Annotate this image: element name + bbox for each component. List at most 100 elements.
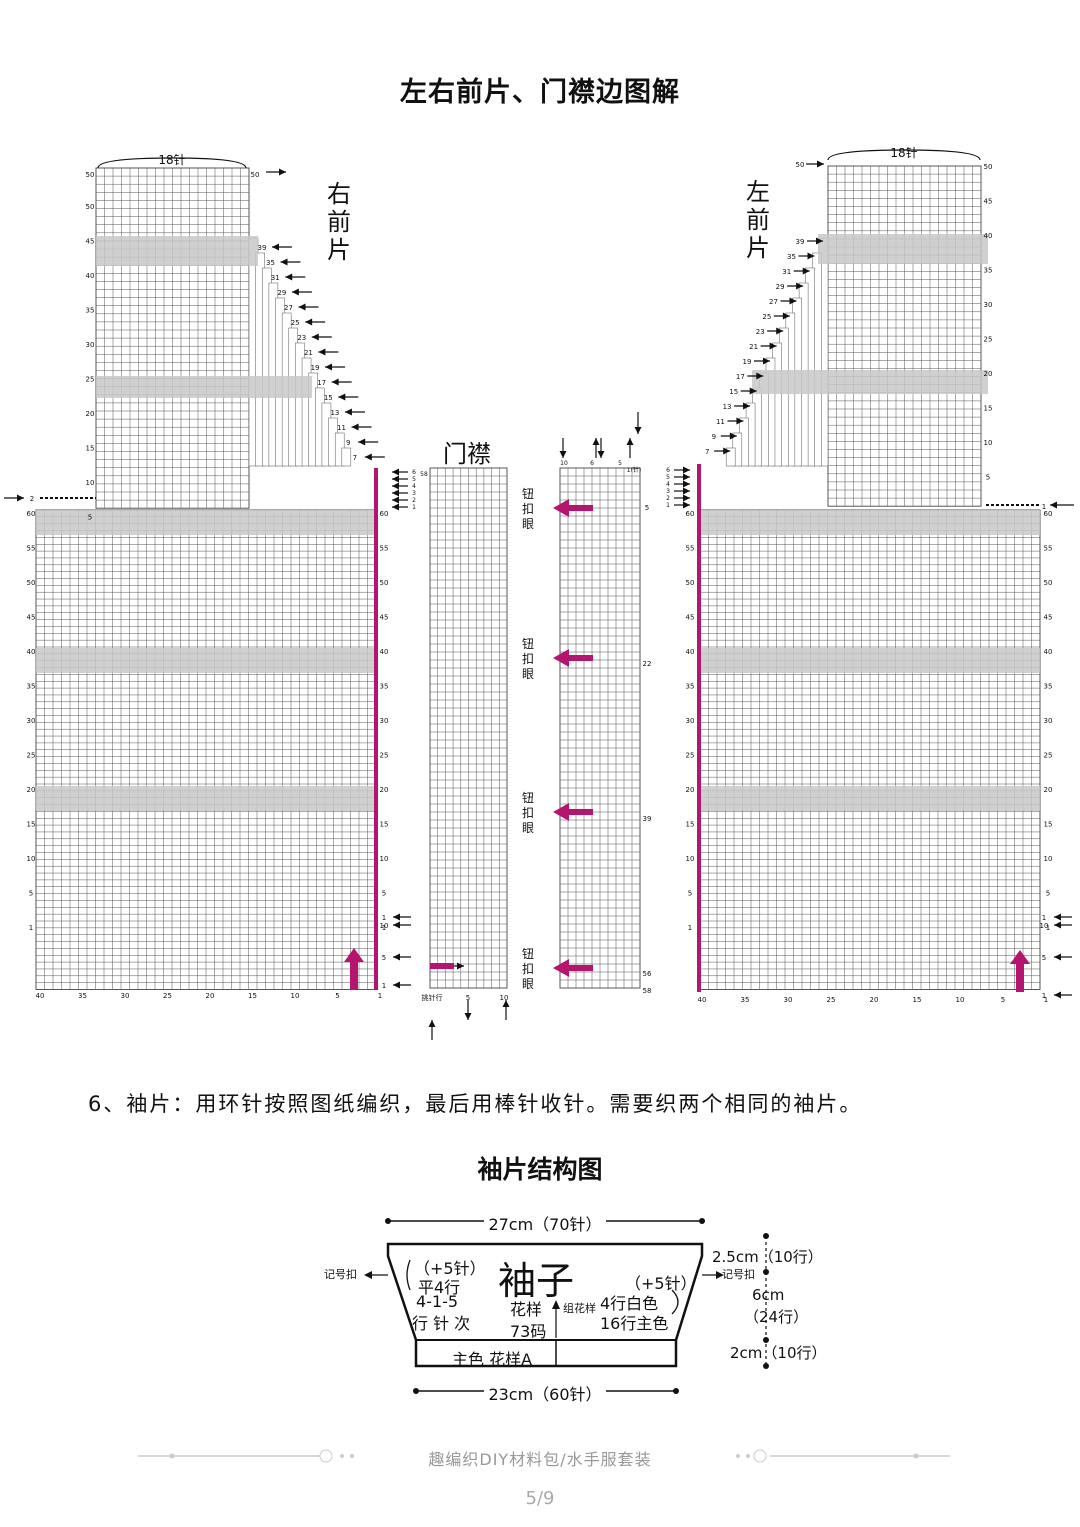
left-front-body-axis: 20 <box>1044 786 1053 794</box>
group-pattern-label: 组花样 <box>563 1302 596 1315</box>
right-front-row-label: 39 <box>258 244 267 252</box>
left-front-row-arrow-head <box>743 402 751 410</box>
marker-right: 记号扣 <box>722 1268 755 1281</box>
left-front-mark-arrow-head <box>1054 991 1061 999</box>
placket-pickup-arrow-head <box>457 962 464 970</box>
left-front-small-row: 4 <box>666 481 670 488</box>
dim-mid: 6cm <box>752 1286 785 1304</box>
buttonhole-grid-lines <box>560 468 640 988</box>
left-front-label: 左前片 <box>746 178 770 262</box>
left-front-body-axis: 55 <box>1044 545 1053 553</box>
right-front-right-axis: 1 <box>382 924 386 932</box>
right-front-step <box>341 447 352 467</box>
buttonhole-label: 钮 <box>522 486 534 501</box>
right-front-body-grid-lines <box>36 510 376 990</box>
right-front-small-arrow-head <box>392 482 399 490</box>
right-front-row-label: 13 <box>330 409 339 417</box>
buttonhole-arrow <box>567 965 593 971</box>
left-front-left-axis: 60 <box>686 510 695 518</box>
left-front-body-axis: 30 <box>1044 717 1053 725</box>
right-front-left-marker: 2 <box>30 495 34 503</box>
left-front-row-label: 25 <box>762 313 771 321</box>
right-front-row-arrow-head <box>285 273 293 281</box>
right-front-mark-row: 10 <box>380 922 389 930</box>
right-front-right-axis: 50 <box>380 579 389 587</box>
left-front-step <box>725 447 736 467</box>
left-front-body-axis: 25 <box>1044 752 1053 760</box>
right-front-mark-row: 5 <box>382 954 386 962</box>
right-front-row-label: 19 <box>311 364 320 372</box>
left-front-left-axis: 30 <box>686 717 695 725</box>
buttonhole-label: 扣 <box>522 962 534 976</box>
left-front-left-axis: 15 <box>686 821 695 829</box>
left-front-top-axis: 5 <box>986 474 990 482</box>
right-front-top-axis: 25 <box>86 376 95 384</box>
buttonhole-down-arrow-2-head <box>597 451 605 458</box>
buttonhole-top-axis: 10 <box>560 460 568 467</box>
left-front-band <box>700 648 1040 673</box>
right-front-body-axis: 20 <box>27 786 36 794</box>
buttonhole-right-number: 39 <box>643 815 652 823</box>
right-main-rows: 16行主色 <box>600 1314 669 1333</box>
right-front-bottom-axis: 30 <box>121 992 130 1000</box>
left-front-row-arrow-head <box>736 417 744 425</box>
left-front-width: 18针 <box>890 145 917 160</box>
right-front-top-axis: 50 <box>86 203 95 211</box>
sleeve-center-label: 袖子 <box>498 1259 575 1303</box>
left-front-top-axis: 30 <box>984 301 993 309</box>
right-front-small-row: 2 <box>412 497 416 504</box>
right-front-row-label: 15 <box>324 394 333 402</box>
left-front-small-arrow-head <box>683 494 690 502</box>
left-front-left-axis: 25 <box>686 752 695 760</box>
right-front-band <box>36 510 376 535</box>
page-title: 左右前片、门襟边图解 <box>400 77 680 108</box>
buttonhole-right-number: 22 <box>643 660 652 668</box>
buttonhole-label: 扣 <box>522 652 534 666</box>
dim-mid-rows: （24行） <box>744 1308 809 1326</box>
placket-top-number: 58 <box>420 471 428 478</box>
right-front-right-axis: 40 <box>380 648 389 656</box>
right-front-row-label: 27 <box>284 304 293 312</box>
right-front-small-row: 1 <box>412 504 416 511</box>
right-front-row-label: 35 <box>266 259 275 267</box>
right-front-row-label: 11 <box>337 424 346 432</box>
left-front-top-axis: 40 <box>984 232 993 240</box>
left-front-mark-arrow-head <box>1054 953 1061 961</box>
right-front-top-row-label: 50 <box>86 171 95 179</box>
left-front-row-arrow-head <box>756 372 764 380</box>
left-front-row-arrow-head <box>796 282 804 290</box>
buttonhole-label: 扣 <box>522 806 534 820</box>
pattern-code: 73码 <box>510 1322 547 1341</box>
left-front-left-axis: 50 <box>686 579 695 587</box>
left-front-bottom-axis: 35 <box>741 996 750 1004</box>
left-front-left-axis: 20 <box>686 786 695 794</box>
buttonhole-arrow <box>567 655 593 661</box>
left-front-top-row-label: 50 <box>796 161 805 169</box>
buttonhole-up-arrow-head <box>592 438 600 445</box>
buttonhole-label: 扣 <box>522 502 534 516</box>
right-front-row-arrow-head <box>364 453 372 461</box>
buttonhole-down-arrow-3-head <box>634 427 642 434</box>
left-front-top-axis: 45 <box>984 198 993 206</box>
right-front-mark-arrow-head <box>393 913 400 921</box>
sleeve-top-width: 27cm（70针） <box>300 1211 790 1235</box>
buttonhole-top-label: 1(针) <box>627 466 642 474</box>
right-front-right-axis: 45 <box>380 614 389 622</box>
right-front-row-arrow-head <box>351 423 359 431</box>
right-front-bottom-axis: 40 <box>36 992 45 1000</box>
right-front-row-label: 7 <box>353 454 357 462</box>
right-front-row-arrow-head <box>344 408 352 416</box>
left-front-bottom-axis: 15 <box>913 996 922 1004</box>
left-front-bottom-axis: 30 <box>784 996 793 1004</box>
left-front-bottom-axis: 5 <box>1001 996 1005 1004</box>
left-front-row-label: 29 <box>776 283 785 291</box>
left-front-row-label: 7 <box>705 448 709 456</box>
buttonhole-top-axis: 5 <box>618 460 622 467</box>
right-front-row-arrow-head <box>272 243 279 251</box>
left-formula: 4-1-5 <box>416 1292 459 1311</box>
right-front-row-arrow-head <box>298 303 306 311</box>
left-front-bottom-axis: 25 <box>827 996 836 1004</box>
left-front-bottom-axis: 1 <box>1044 996 1048 1004</box>
placket-bottom-axis: 10 <box>500 994 509 1002</box>
left-front-top-axis: 25 <box>984 336 993 344</box>
